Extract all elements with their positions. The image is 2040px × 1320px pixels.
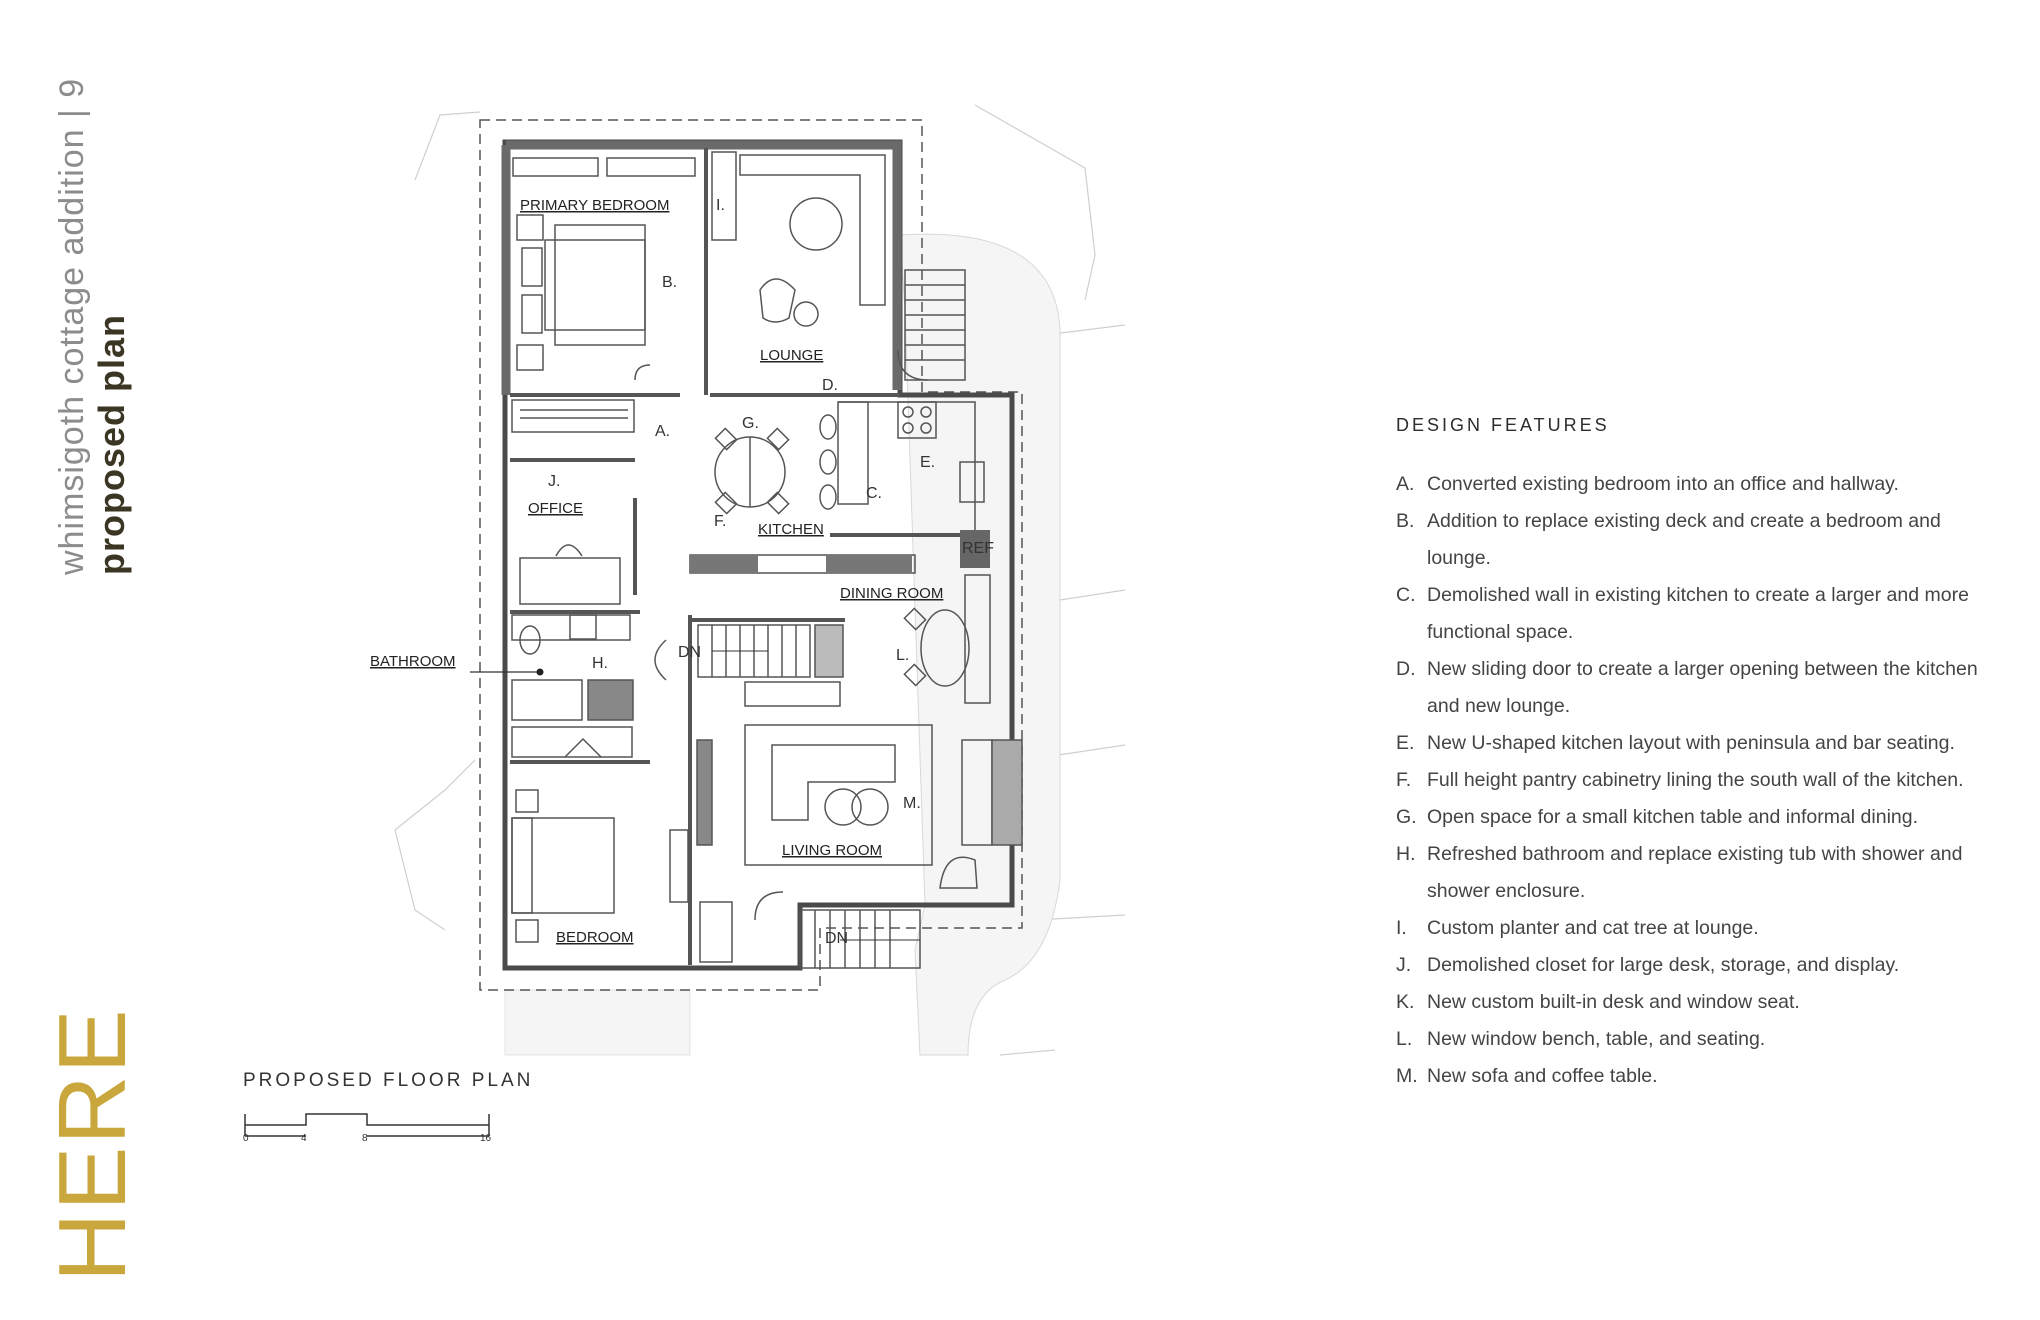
fixture-label-ref: REF: [962, 540, 994, 557]
room-label-office: OFFICE: [528, 500, 583, 517]
room-label-bathroom: BATHROOM: [370, 653, 456, 670]
room-label-primary-bedroom: PRIMARY BEDROOM: [520, 197, 669, 214]
landscape-area-south: [504, 989, 691, 1056]
feature-item: M.New sofa and coffee table.: [1396, 1065, 1658, 1087]
room-label-lounge: LOUNGE: [760, 347, 823, 364]
marker-h: H.: [592, 655, 608, 672]
room-label-dining-room: DINING ROOM: [840, 585, 943, 602]
marker-m: M.: [903, 795, 921, 812]
marker-g: G.: [742, 415, 759, 432]
main-stair: [654, 624, 844, 707]
room-label-kitchen: KITCHEN: [758, 521, 824, 538]
marker-a: A.: [655, 423, 670, 440]
design-features-heading: DESIGN FEATURES: [1396, 415, 1610, 435]
stair-label-dn-south: DN: [825, 930, 848, 947]
marker-d: D.: [822, 377, 838, 394]
pantry-shade-right: [826, 555, 912, 573]
room-label-living-room: LIVING ROOM: [782, 842, 882, 859]
feature-item: G.Open space for a small kitchen table a…: [1396, 806, 1919, 828]
feature-item: E.New U-shaped kitchen layout with penin…: [1396, 732, 1955, 754]
feature-item: C.Demolished wall in existing kitchen to…: [1396, 584, 1969, 643]
interior-walls: [510, 148, 975, 965]
feature-item: L.New window bench, table, and seating.: [1396, 1028, 1766, 1050]
east-stair: [904, 269, 966, 381]
scale-tick-4: 4: [301, 1133, 307, 1144]
room-label-bedroom: BEDROOM: [556, 929, 634, 946]
feature-item: D.New sliding door to create a larger op…: [1396, 658, 1978, 717]
scale-tick-8: 8: [362, 1133, 368, 1144]
landscape-area: [899, 233, 1061, 1056]
feature-item: I.Custom planter and cat tree at lounge.: [1396, 917, 1759, 939]
marker-i: I.: [716, 197, 725, 214]
feature-item: H.Refreshed bathroom and replace existin…: [1396, 843, 1963, 902]
feature-item: A.Converted existing bedroom into an off…: [1396, 473, 1899, 495]
marker-f: F.: [714, 513, 726, 530]
marker-j: J.: [548, 473, 560, 490]
scale-tick-0: 0: [243, 1133, 249, 1144]
plan-details: [511, 151, 1023, 969]
property-boundary: [479, 119, 1023, 991]
marker-l: L.: [896, 647, 909, 664]
feature-item: F.Full height pantry cabinetry lining th…: [1396, 769, 1964, 791]
design-features: DESIGN FEATURES A.Converted existing bed…: [1396, 415, 2006, 1095]
marker-b: B.: [662, 274, 677, 291]
scale-bar: [244, 1113, 490, 1137]
addition-walls: [501, 140, 902, 395]
feature-item: J.Demolished closet for large desk, stor…: [1396, 954, 1900, 976]
stair-label-dn: DN: [678, 644, 701, 661]
design-features-list: A.Converted existing bedroom into an off…: [1396, 466, 2006, 1095]
feature-item: K.New custom built-in desk and window se…: [1396, 991, 1800, 1013]
bathroom-leader-dot: [536, 668, 544, 676]
scale-tick-16: 16: [480, 1133, 492, 1144]
pantry-shade-left: [690, 555, 758, 573]
feature-item: B.Addition to replace existing deck and …: [1396, 510, 1941, 569]
scale-title: PROPOSED FLOOR PLAN: [243, 1070, 534, 1091]
marker-e: E.: [920, 454, 935, 471]
marker-c: C.: [866, 485, 882, 502]
refrigerator: [960, 530, 990, 568]
